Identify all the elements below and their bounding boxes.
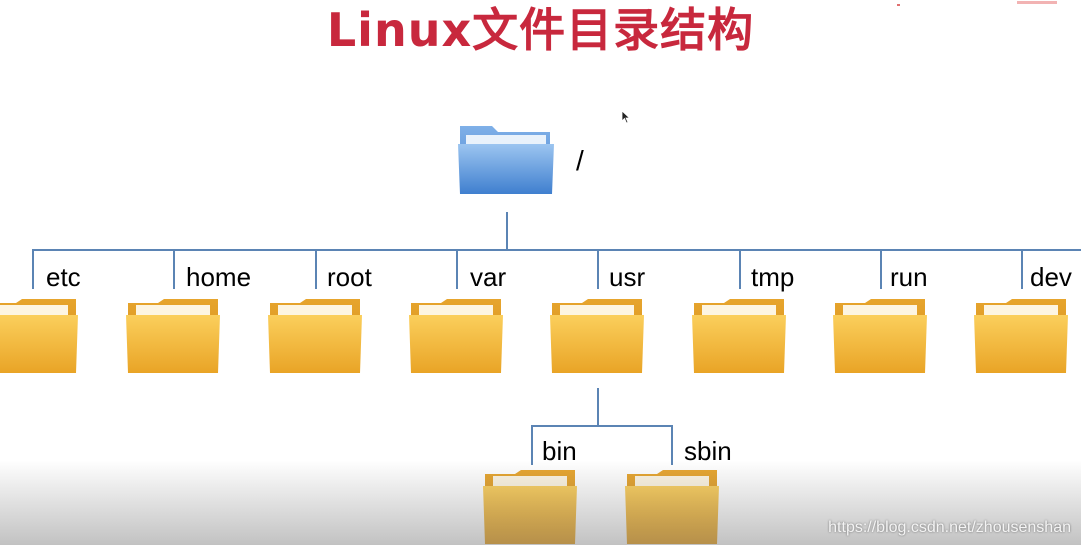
drop-etc: [32, 249, 34, 289]
folder-var-icon: [409, 299, 503, 373]
root-connector: [506, 212, 508, 250]
folder-usr-icon: [550, 299, 644, 373]
drop-run: [880, 249, 882, 289]
dir-label-etc: etc: [46, 262, 81, 292]
usr-connector: [597, 388, 599, 426]
dir-label-sbin: sbin: [684, 436, 732, 466]
folder-dev-icon: [974, 299, 1068, 373]
dir-label-root: root: [327, 262, 372, 292]
folder-etc-icon: [0, 299, 78, 373]
dir-label-usr: usr: [609, 262, 646, 292]
drop-var: [456, 249, 458, 289]
dir-label-dev: dev: [1030, 262, 1072, 292]
diagram-title: Linux文件目录结构: [326, 3, 755, 57]
drop-tmp: [739, 249, 741, 289]
drop-usr: [597, 249, 599, 289]
dir-label-bin: bin: [542, 436, 577, 466]
mouse-cursor-icon: [621, 110, 631, 124]
folder-run-icon: [833, 299, 927, 373]
folder-tmp-icon: [692, 299, 786, 373]
usr-bus: [531, 425, 673, 427]
level1-bus: [32, 249, 1081, 251]
dir-label-tmp: tmp: [751, 262, 795, 292]
drop-sbin: [671, 425, 673, 465]
drop-root: [315, 249, 317, 289]
folder-sbin-icon: [625, 470, 719, 544]
drop-bin: [531, 425, 533, 465]
root-folder-icon: [458, 126, 554, 194]
drop-dev: [1021, 249, 1023, 289]
folder-home-icon: [126, 299, 220, 373]
folder-bin-icon: [483, 470, 577, 544]
corner-decoration: [897, 1, 1057, 6]
root-label: /: [576, 145, 584, 176]
watermark: https://blog.csdn.net/zhousenshan: [828, 519, 1071, 536]
folder-root-icon: [268, 299, 362, 373]
dir-label-home: home: [186, 262, 252, 292]
drop-home: [173, 249, 175, 289]
dir-label-run: run: [890, 262, 928, 292]
dir-label-var: var: [470, 262, 507, 292]
